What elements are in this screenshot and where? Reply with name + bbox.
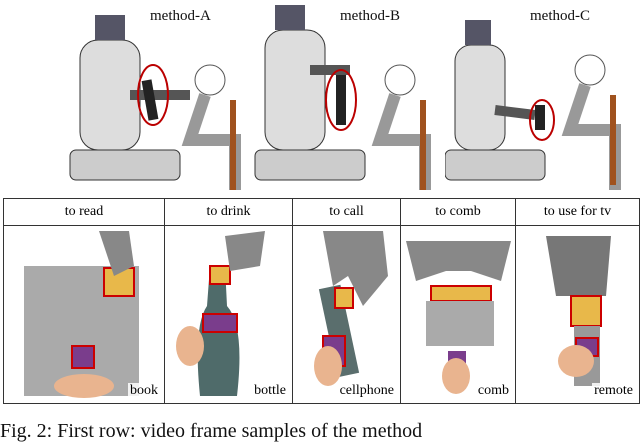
method-a-label: method-A [150,8,211,24]
object-label-book: book [128,383,160,399]
header-to-drink: to drink [164,198,293,226]
header-to-read: to read [3,198,165,226]
robot-scene-illustration [254,5,431,190]
header-to-use-for-tv: to use for tv [515,198,640,226]
object-label-bottle: bottle [252,383,288,399]
grasp-table: to read to drink to call to comb to use … [3,198,640,404]
cell-comb: comb [400,225,516,404]
scene-method-c [444,0,640,200]
cell-book: book [3,225,165,404]
cell-bottle: bottle [164,225,293,404]
remote-grasp-illustration [546,236,611,386]
cellphone-grasp-illustration [314,231,388,386]
header-to-call: to call [292,198,401,226]
figure-caption: Fig. 2: First row: video frame samples o… [0,420,423,442]
comb-grasp-illustration [406,241,511,394]
robot-scene-illustration [69,15,241,190]
object-label-remote: remote [592,383,635,399]
robot-scene-illustration [444,20,621,190]
book-grasp-illustration [24,231,139,398]
scene-method-b [250,0,450,200]
object-label-cellphone: cellphone [337,383,396,399]
object-label-comb: comb [475,383,511,399]
header-to-comb: to comb [400,198,516,226]
scene-method-a [60,0,260,200]
method-c-label: method-C [530,8,590,24]
method-b-label: method-B [340,8,400,24]
bottle-grasp-illustration [176,231,265,396]
cell-remote: remote [515,225,640,404]
cell-cellphone: cellphone [292,225,401,404]
